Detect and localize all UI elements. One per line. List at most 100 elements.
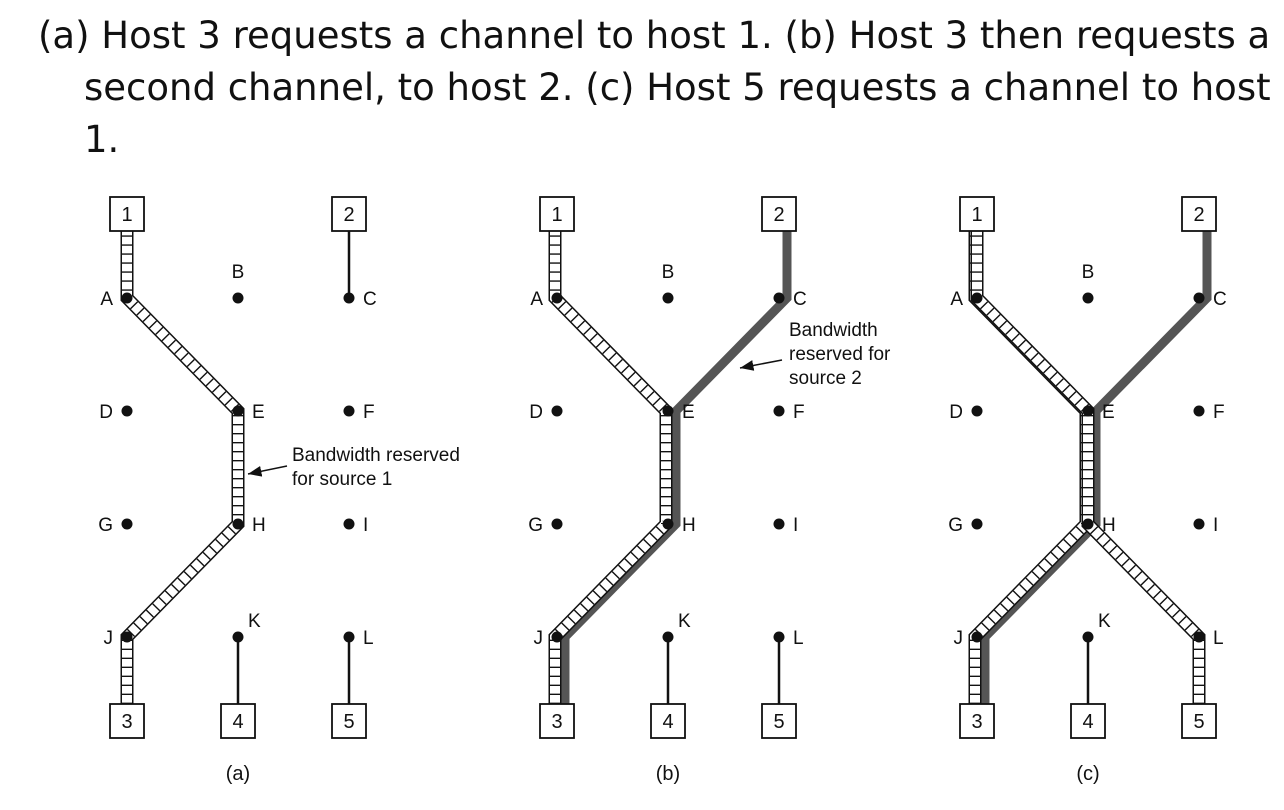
annotation-line: reserved for xyxy=(789,344,891,365)
annotation-bandwidth-source-2: Bandwidth reserved for source 2 xyxy=(789,320,891,389)
router-node xyxy=(971,292,983,304)
router-label: G xyxy=(528,515,543,536)
router-node xyxy=(121,292,133,304)
router-label: B xyxy=(1082,262,1095,283)
annotation-line: Bandwidth reserved xyxy=(292,445,460,466)
router-node xyxy=(662,518,674,530)
router-label: J xyxy=(534,628,544,649)
host-label: 3 xyxy=(971,711,982,733)
router-node xyxy=(121,405,133,417)
router-node xyxy=(662,405,674,417)
router-label: F xyxy=(1213,402,1225,423)
annotation-line: source 2 xyxy=(789,368,862,389)
reserved-path-source-1-fill xyxy=(122,231,243,704)
router-label: K xyxy=(1098,611,1111,632)
host-box xyxy=(220,703,256,739)
router-node xyxy=(343,292,355,304)
host-box xyxy=(959,196,995,232)
router-label: I xyxy=(363,515,368,536)
host-box xyxy=(650,703,686,739)
router-label: L xyxy=(363,628,374,649)
router-node xyxy=(773,631,785,643)
router-node xyxy=(1193,518,1205,530)
router-label: B xyxy=(232,262,245,283)
router-node xyxy=(1082,405,1094,417)
router-label: I xyxy=(793,515,798,536)
panel-caption: (c) xyxy=(1076,763,1099,785)
router-label: E xyxy=(682,402,695,423)
title-line-1: (a) Host 3 requests a channel to host 1.… xyxy=(38,14,1271,57)
host-box xyxy=(1181,196,1217,232)
router-label: D xyxy=(99,402,113,423)
router-node xyxy=(121,518,133,530)
host-label: 1 xyxy=(971,204,982,226)
host-label: 2 xyxy=(773,204,784,226)
annotation-arrow xyxy=(247,465,288,477)
router-label: F xyxy=(793,402,805,423)
router-node xyxy=(1082,631,1094,643)
slide-title: (a) Host 3 requests a channel to host 1.… xyxy=(0,10,1284,166)
host-label: 5 xyxy=(343,711,354,733)
router-label: E xyxy=(1102,402,1115,423)
router-label: E xyxy=(252,402,265,423)
router-node xyxy=(1193,405,1205,417)
host-box xyxy=(109,196,145,232)
router-node xyxy=(343,631,355,643)
host-box xyxy=(761,703,797,739)
router-label: A xyxy=(530,289,543,310)
host-box xyxy=(1181,703,1217,739)
router-label: H xyxy=(682,515,696,536)
host-label: 3 xyxy=(551,711,562,733)
host-label: 1 xyxy=(121,204,132,226)
router-label: D xyxy=(949,402,963,423)
host-label: 3 xyxy=(121,711,132,733)
router-node xyxy=(1193,292,1205,304)
router-node xyxy=(1082,518,1094,530)
router-node xyxy=(551,631,563,643)
host-box xyxy=(109,703,145,739)
router-label: A xyxy=(950,289,963,310)
host-label: 2 xyxy=(343,204,354,226)
router-label: L xyxy=(793,628,804,649)
router-label: L xyxy=(1213,628,1224,649)
router-node xyxy=(662,631,674,643)
router-label: D xyxy=(529,402,543,423)
host-label: 4 xyxy=(1082,711,1093,733)
host-box xyxy=(761,196,797,232)
host-box xyxy=(331,196,367,232)
router-label: H xyxy=(1102,515,1116,536)
router-node xyxy=(773,405,785,417)
router-node xyxy=(971,405,983,417)
router-node xyxy=(971,518,983,530)
router-node xyxy=(232,292,244,304)
router-label: J xyxy=(104,628,114,649)
router-label: C xyxy=(363,289,377,310)
annotation-arrow xyxy=(739,359,783,371)
host-label: 2 xyxy=(1193,204,1204,226)
router-label: G xyxy=(948,515,963,536)
reserved-path-source-5-fill xyxy=(972,231,1204,704)
host-label: 4 xyxy=(662,711,673,733)
reserved-path-source-2 xyxy=(980,231,1212,704)
router-node xyxy=(232,405,244,417)
router-label: I xyxy=(1213,515,1218,536)
annotation-line: Bandwidth xyxy=(789,320,878,341)
router-label: J xyxy=(954,628,964,649)
router-label: F xyxy=(363,402,375,423)
router-node xyxy=(773,518,785,530)
router-node xyxy=(343,405,355,417)
router-node xyxy=(121,631,133,643)
router-node xyxy=(971,631,983,643)
router-node xyxy=(662,292,674,304)
router-label: B xyxy=(662,262,675,283)
host-box xyxy=(1070,703,1106,739)
host-box xyxy=(959,703,995,739)
router-node xyxy=(551,405,563,417)
reserved-path-source-1-outline xyxy=(120,231,245,704)
annotation-line: for source 1 xyxy=(292,469,392,490)
router-label: A xyxy=(100,289,113,310)
host-box xyxy=(539,703,575,739)
